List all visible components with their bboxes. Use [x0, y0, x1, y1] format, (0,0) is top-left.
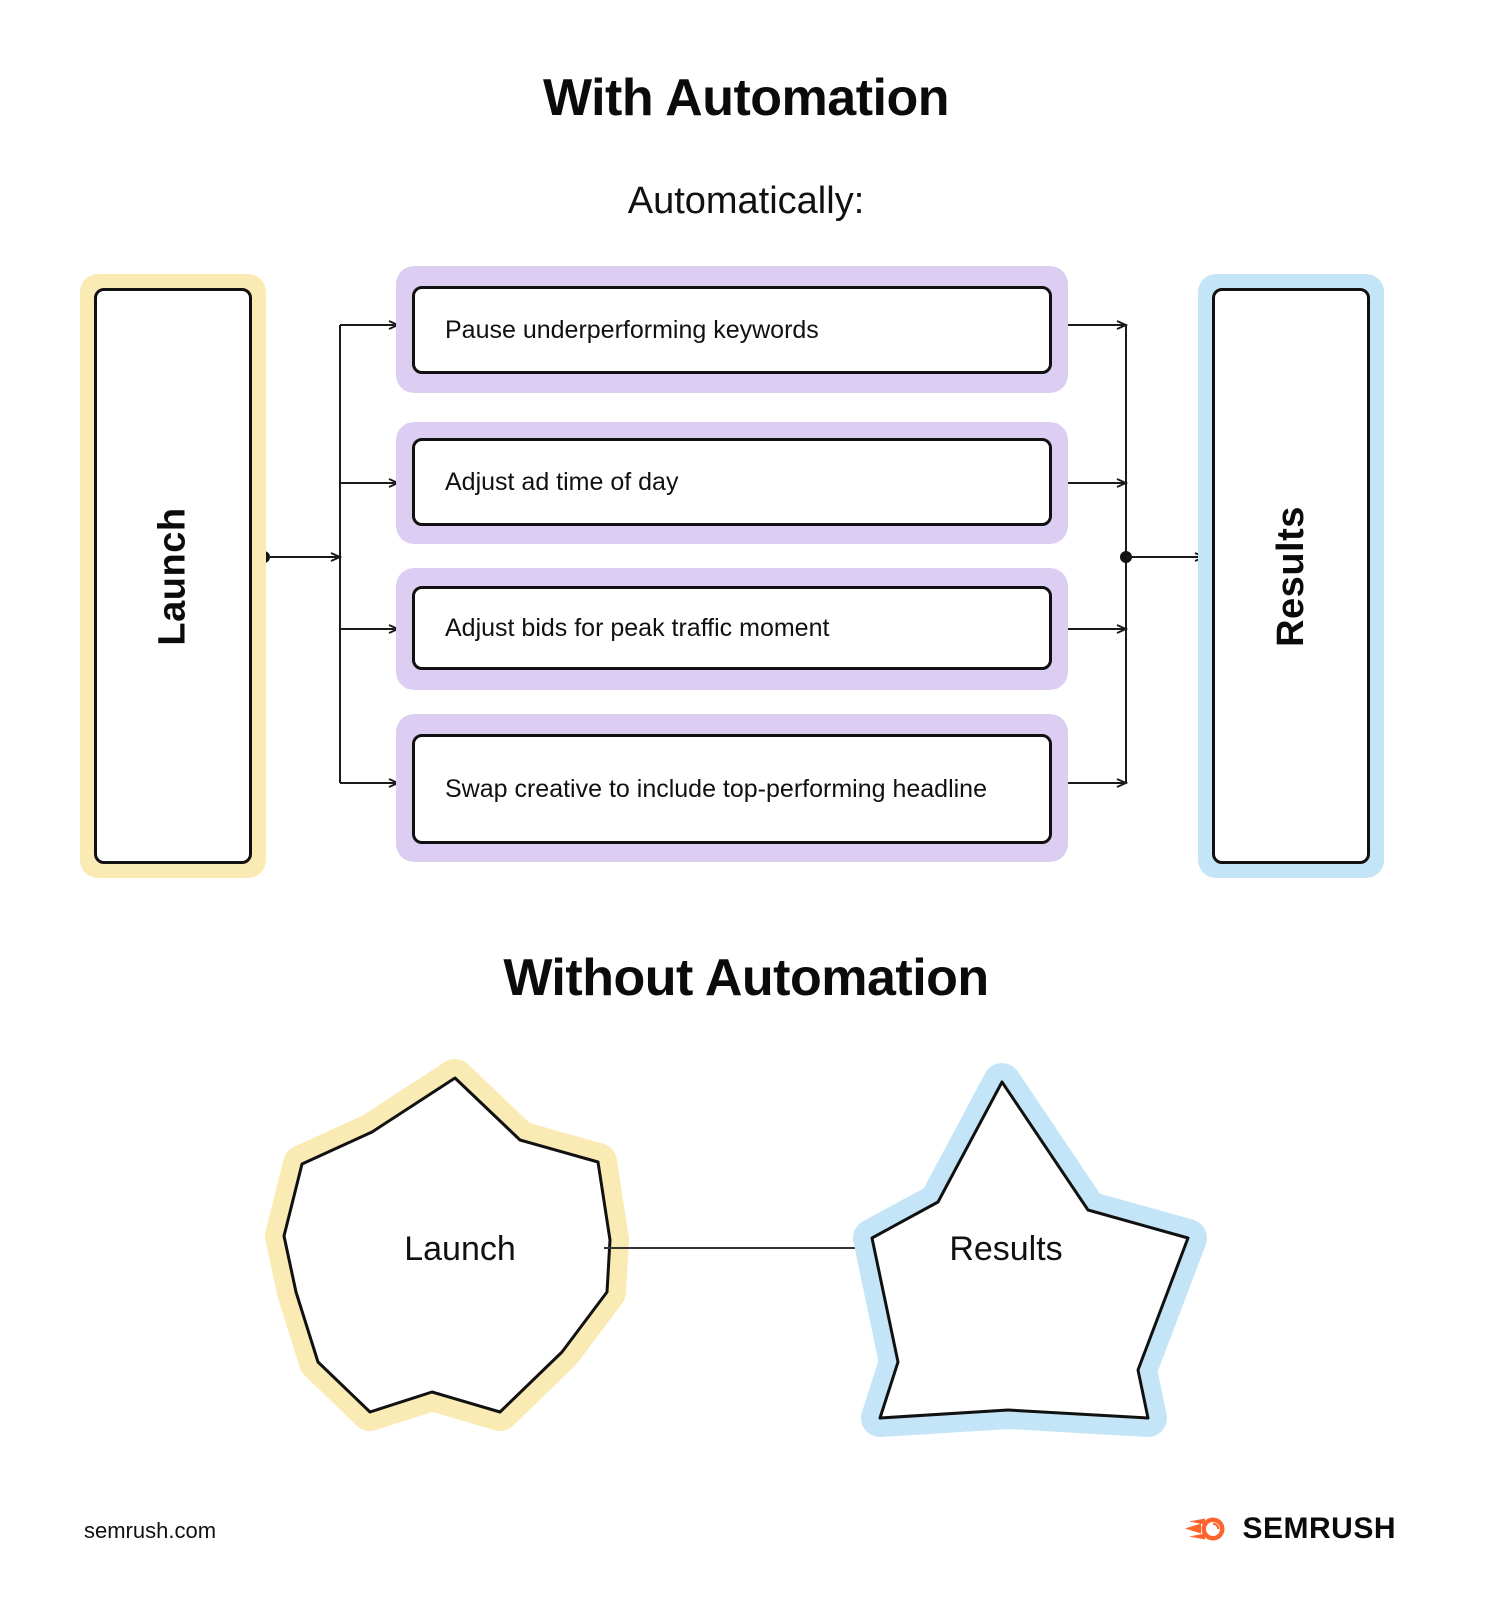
action-label-1: Pause underperforming keywords [445, 315, 819, 344]
semrush-wordmark: SEMRUSH [1242, 1512, 1396, 1545]
action-card-4[interactable]: Swap creative to include top-performing … [412, 734, 1052, 844]
launch-blob-label: Launch [404, 1230, 516, 1268]
connector-arrows-group [258, 0, 1492, 900]
page-title-without-automation: Without Automation [503, 949, 989, 1007]
action-card-3[interactable]: Adjust bids for peak traffic moment [412, 586, 1052, 670]
page-title-with-automation: With Automation [542, 69, 950, 127]
action-card-1[interactable]: Pause underperforming keywords [412, 286, 1052, 374]
results-node-label: Results [1269, 505, 1312, 647]
footer-url[interactable]: semrush.com [84, 1518, 217, 1543]
semrush-comet-icon [1185, 1517, 1225, 1541]
without-automation-shapes [265, 1059, 1207, 1437]
with-automation-flow: Launch Pause underperforming keywords Ad… [80, 0, 1492, 900]
without-automation-flow: Launch Results [0, 1040, 1492, 1440]
results-star[interactable] [870, 1080, 1190, 1420]
action-label-4: Swap creative to include top-performing … [445, 774, 987, 803]
action-card-2[interactable]: Adjust ad time of day [412, 438, 1052, 526]
action-label-2: Adjust ad time of day [445, 467, 679, 496]
results-star-label: Results [949, 1230, 1063, 1268]
launch-blob[interactable] [282, 1076, 612, 1414]
subtitle-automatically: Automatically: [627, 180, 865, 222]
semrush-logo[interactable]: SEMRUSH [1184, 1512, 1396, 1546]
results-node[interactable]: Results [1212, 288, 1370, 864]
action-label-3: Adjust bids for peak traffic moment [445, 613, 830, 642]
launch-node-label: Launch [151, 506, 194, 646]
launch-node[interactable]: Launch [94, 288, 252, 864]
